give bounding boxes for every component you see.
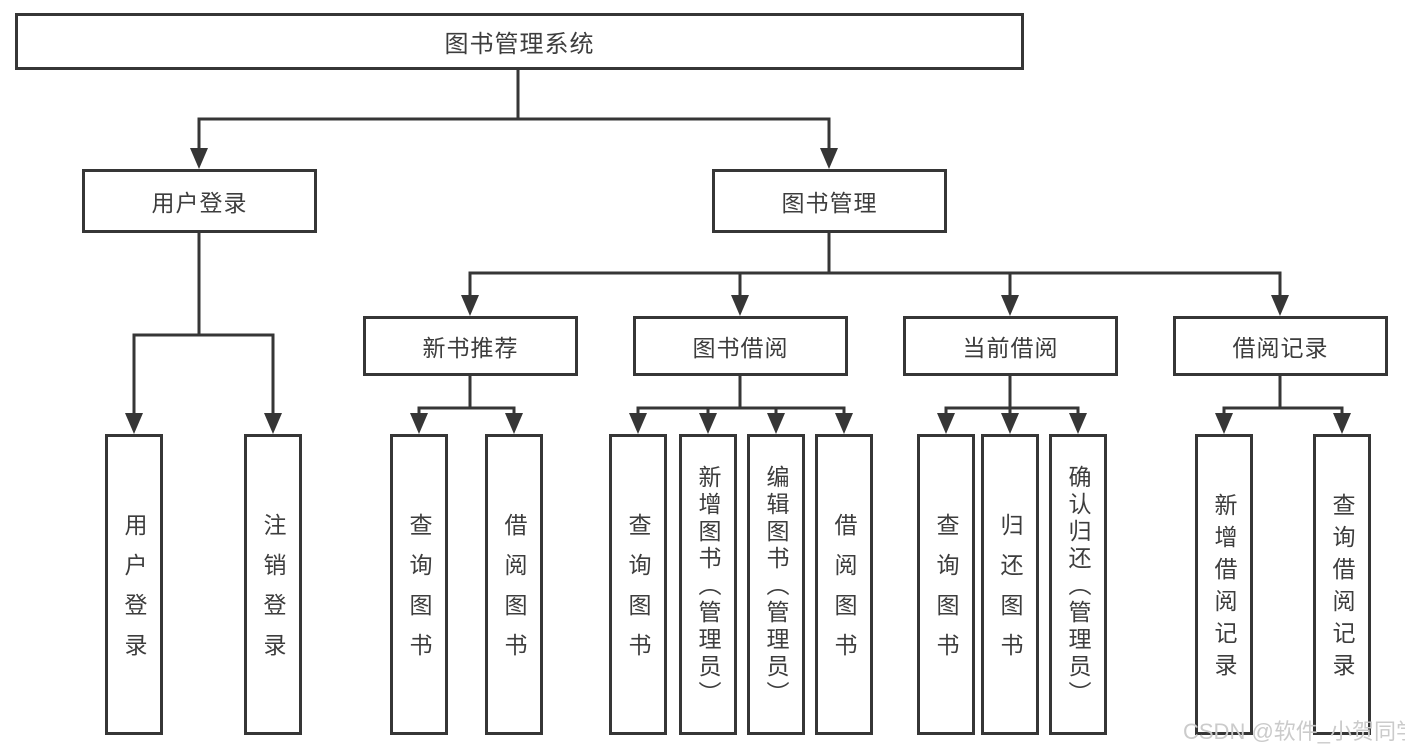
leaf-borrow-books: 借阅图书 xyxy=(815,434,873,735)
node-book-borrow: 图书借阅 xyxy=(633,316,848,376)
leaf-confirm-return-admin-label: 确认归还（管理员） xyxy=(1065,465,1091,708)
leaf-query-borrow-record: 查询借阅记录 xyxy=(1313,434,1371,735)
leaf-logout-label: 注销登录 xyxy=(260,513,286,673)
leaf-query-books-borrow: 查询图书 xyxy=(609,434,667,735)
leaf-borrow-books-label: 借阅图书 xyxy=(831,513,857,673)
node-root-label: 图书管理系统 xyxy=(444,31,595,58)
csdn-watermark: CSDN @软件_小贺同学 xyxy=(1183,719,1405,744)
leaf-edit-books-admin-label: 编辑图书（管理员） xyxy=(763,465,789,708)
node-root-system: 图书管理系统 xyxy=(15,13,1024,70)
node-new-book-recommend-label: 新书推荐 xyxy=(422,335,519,361)
node-current-borrow-label: 当前借阅 xyxy=(962,335,1059,361)
leaf-confirm-return-admin: 确认归还（管理员） xyxy=(1049,434,1107,735)
leaf-add-books-admin: 新增图书（管理员） xyxy=(679,434,737,735)
leaf-edit-books-admin: 编辑图书（管理员） xyxy=(747,434,805,735)
node-borrow-records-label: 借阅记录 xyxy=(1232,335,1329,361)
leaf-logout: 注销登录 xyxy=(244,434,302,735)
node-current-borrow: 当前借阅 xyxy=(903,316,1118,376)
leaf-add-books-admin-label: 新增图书（管理员） xyxy=(695,465,721,708)
node-book-management: 图书管理 xyxy=(712,169,947,233)
leaf-query-books-current: 查询图书 xyxy=(917,434,975,735)
leaf-add-borrow-record-label: 新增借阅记录 xyxy=(1211,493,1237,685)
leaf-query-books-recommend-label: 查询图书 xyxy=(406,513,432,673)
leaf-query-books-recommend: 查询图书 xyxy=(390,434,448,735)
node-book-borrow-label: 图书借阅 xyxy=(692,335,789,361)
leaf-user-login-label: 用户登录 xyxy=(121,513,147,673)
node-book-management-label: 图书管理 xyxy=(781,190,878,216)
leaf-return-books: 归还图书 xyxy=(981,434,1039,735)
leaf-query-borrow-record-label: 查询借阅记录 xyxy=(1329,493,1355,685)
leaf-borrow-books-recommend-label: 借阅图书 xyxy=(501,513,527,673)
leaf-return-books-label: 归还图书 xyxy=(997,513,1023,673)
node-user-login-label: 用户登录 xyxy=(151,190,248,216)
leaf-add-borrow-record: 新增借阅记录 xyxy=(1195,434,1253,735)
leaf-query-books-current-label: 查询图书 xyxy=(933,513,959,673)
node-user-login: 用户登录 xyxy=(82,169,317,233)
leaf-query-books-borrow-label: 查询图书 xyxy=(625,513,651,673)
node-new-book-recommend: 新书推荐 xyxy=(363,316,578,376)
node-borrow-records: 借阅记录 xyxy=(1173,316,1388,376)
leaf-user-login: 用户登录 xyxy=(105,434,163,735)
leaf-borrow-books-recommend: 借阅图书 xyxy=(485,434,543,735)
